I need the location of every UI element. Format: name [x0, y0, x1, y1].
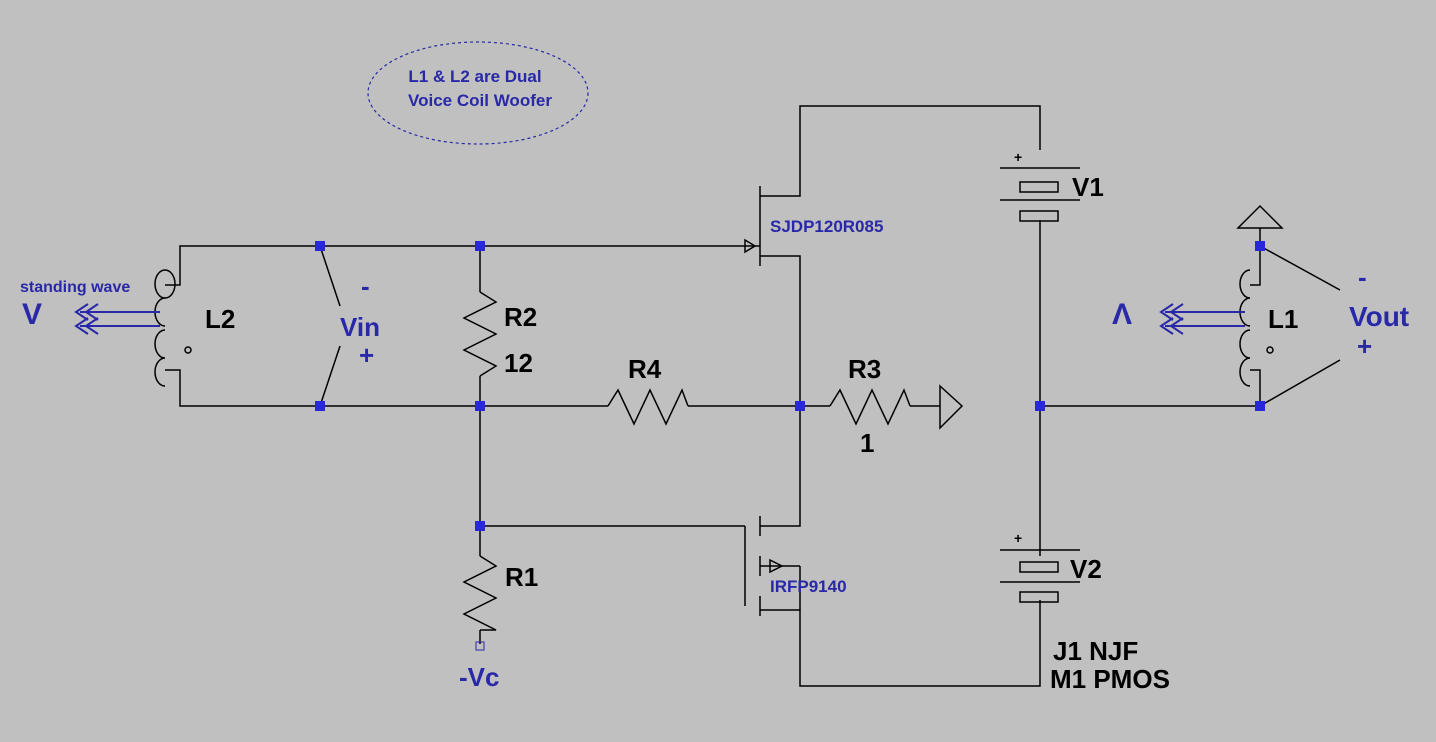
junction-7	[1255, 401, 1265, 411]
v2-plate-bottom	[1019, 591, 1059, 603]
standing-wave-label: standing wave	[20, 279, 130, 296]
v1-plus-sign: +	[1014, 149, 1022, 165]
r3-value: 1	[860, 428, 874, 458]
v1-plate-mid	[1019, 181, 1059, 193]
resistor-r4	[607, 388, 689, 426]
l2-arrowhead-3	[74, 317, 89, 335]
vout-minus-label: -	[1358, 262, 1367, 292]
wire-top-left	[165, 245, 480, 286]
resistors	[462, 291, 911, 631]
ground-icon-l1	[1236, 204, 1284, 229]
vin-label: Vin	[340, 312, 380, 342]
wire-l1-bottom	[1250, 369, 1261, 406]
r3-label: R3	[848, 354, 881, 384]
wire-vout-minus	[1259, 245, 1341, 291]
note-line-1: L1 & L2 are Dual	[408, 67, 541, 86]
models-line-1: J1 NJF	[1053, 636, 1138, 666]
vout-label: Vout	[1349, 301, 1409, 332]
v2-label: V2	[1070, 554, 1102, 584]
wire-vout-plus	[1259, 359, 1341, 407]
wire-q-top-source	[760, 255, 801, 406]
resistor-r2	[462, 291, 498, 377]
junction-4	[475, 401, 485, 411]
mosfet-bottom	[744, 516, 801, 616]
wire-bottom-loop	[760, 600, 1041, 687]
r1-label: R1	[505, 562, 538, 592]
v-arrow-label: V	[22, 298, 42, 331]
v2-plus-sign: +	[1014, 530, 1022, 546]
v1-plate-bottom	[1019, 210, 1059, 222]
junction-8	[1255, 241, 1265, 251]
q-top-model: SJDP120R085	[770, 217, 883, 236]
wire-q-bottom-drain	[760, 406, 801, 527]
r4-label: R4	[628, 354, 662, 384]
l1-arrowhead-2	[1169, 303, 1184, 321]
r2-label: R2	[504, 302, 537, 332]
neg-vc-label: -Vc	[459, 662, 499, 692]
wire-bottom-left	[165, 369, 480, 407]
up-arrow-label: Λ	[1112, 298, 1132, 331]
l2-arrowhead-2	[84, 303, 99, 321]
q-bottom-model: IRFP9140	[770, 577, 847, 596]
l1-label: L1	[1268, 304, 1298, 334]
junctions	[315, 241, 1265, 531]
r2-value: 12	[504, 348, 533, 378]
wire-l1-top	[1250, 228, 1261, 286]
junction-9	[475, 521, 485, 531]
junction-2	[475, 241, 485, 251]
ground-icon-r3	[939, 384, 964, 430]
coil-arrows	[74, 303, 1245, 335]
v2-plate-mid	[1019, 561, 1059, 573]
l2-label: L2	[205, 304, 235, 334]
neg-vc-terminal-icon	[475, 641, 485, 651]
note-line-2: Voice Coil Woofer	[408, 91, 552, 110]
l2-arrowhead-4	[84, 317, 99, 335]
l1-arrowhead-4	[1169, 317, 1184, 335]
resistor-r3	[829, 388, 911, 426]
wire-vin-plus	[319, 345, 341, 407]
grounds	[939, 204, 1284, 430]
coils	[154, 269, 1274, 387]
l1-arrowhead-3	[1159, 317, 1174, 335]
mosfets	[744, 186, 801, 616]
models-line-2: M1 PMOS	[1050, 664, 1170, 694]
wires	[165, 105, 1341, 687]
note-ellipse	[367, 41, 589, 145]
l1-arrowhead-1	[1159, 303, 1174, 321]
resistor-r1	[462, 555, 498, 631]
junction-5	[795, 401, 805, 411]
junction-6	[1035, 401, 1045, 411]
wire-top-loop	[760, 105, 1041, 197]
v1-label: V1	[1072, 172, 1104, 202]
l2-arrowhead-1	[74, 303, 89, 321]
vin-minus-label: -	[361, 271, 370, 301]
coil-l2	[154, 269, 192, 387]
mosfet-top	[744, 186, 761, 266]
wire-vin-minus	[319, 245, 341, 307]
batteries	[1000, 167, 1080, 603]
coil-l1	[1239, 269, 1274, 387]
junction-1	[315, 241, 325, 251]
junction-3	[315, 401, 325, 411]
vout-plus-label: +	[1357, 331, 1372, 361]
vin-plus-label: +	[359, 340, 374, 370]
